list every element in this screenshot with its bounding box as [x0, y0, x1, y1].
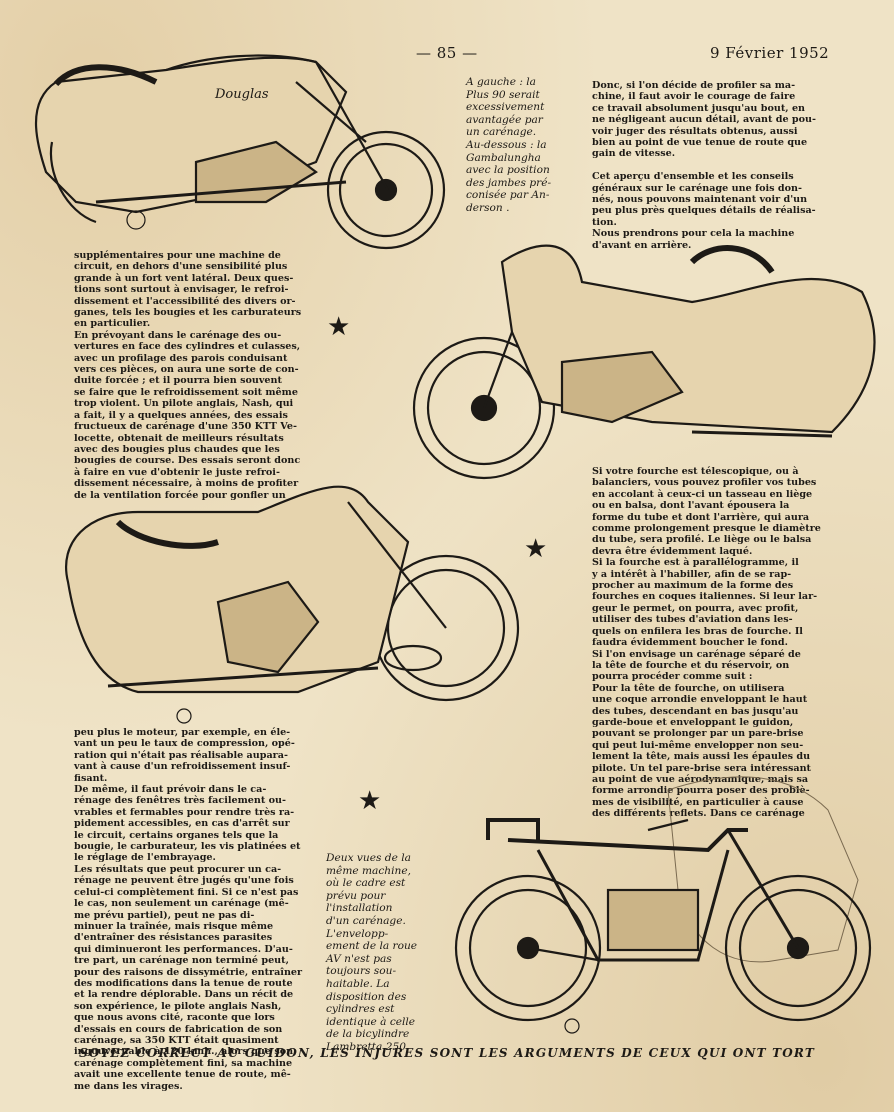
star-ornament-3: ★: [358, 786, 382, 816]
article-text-right-mid: Si votre fourche est télescopique, ou à …: [592, 466, 821, 820]
caption-bottom: Deux vues de la même machine, où le cadr…: [326, 852, 418, 1053]
star-ornament-2: ★: [524, 534, 548, 564]
page-number: — 85 —: [416, 44, 478, 62]
douglas-motorcycle-illustration: Douglas: [35, 54, 446, 250]
issue-date: 9 Février 1952: [710, 44, 830, 62]
faired-motorcycle-engine-illustration: [65, 485, 520, 724]
footer-motto: SOYEZ CORRECT AU GUIDON, LES INJURES SON…: [78, 1046, 816, 1060]
article-text-left-b: peu plus le moteur, par exemple, en éle-…: [74, 727, 303, 1092]
article-text-left-a: supplémentaires pour une machine de circ…: [74, 250, 302, 501]
brand-label-douglas: Douglas: [214, 87, 269, 102]
star-ornament-1: ★: [327, 312, 351, 342]
frame-motorcycle-illustration: [454, 776, 872, 1034]
article-text-right-top: Donc, si l'on décide de profiler sa ma- …: [592, 80, 816, 251]
gambalungha-motorcycle-illustration: [412, 244, 876, 480]
caption-top: A gauche : la Plus 90 serait excessiveme…: [466, 76, 552, 214]
